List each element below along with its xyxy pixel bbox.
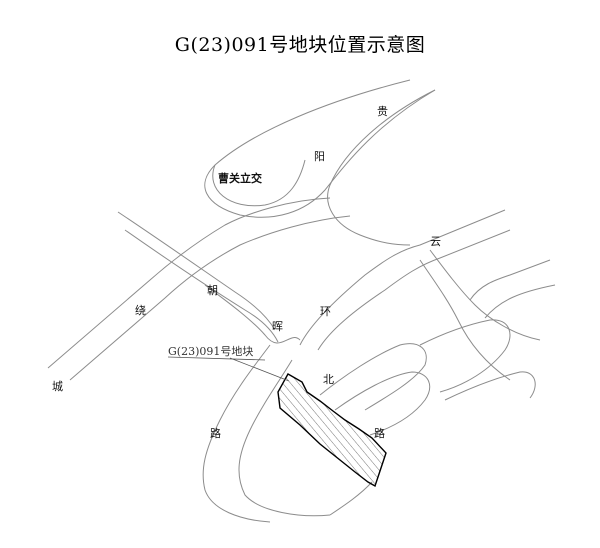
label-hui: 晖 <box>272 320 283 333</box>
upper-connector-a <box>299 209 506 346</box>
label-yun: 云 <box>430 235 441 248</box>
label-chao: 朝 <box>207 284 218 297</box>
plot-label: G(23)091号地块 <box>168 345 253 358</box>
yunhuan-road-edge-a <box>419 259 511 381</box>
chaohui-road-edge-a <box>117 211 276 331</box>
label-gui: 贵 <box>377 105 388 118</box>
se-block-4 <box>444 371 536 401</box>
label-yang: 阳 <box>314 150 325 163</box>
chaohui-road-edge-b <box>124 229 279 343</box>
label-bei: 北 <box>323 373 334 386</box>
guiyang-road-edge-outer <box>204 79 436 218</box>
se-block-1 <box>319 343 427 411</box>
yunhuan-road-right-2 <box>484 284 556 319</box>
label-lu-east: 路 <box>374 427 385 440</box>
map-title: G(23)091号地块位置示意图 <box>174 34 426 56</box>
block-west-outline <box>204 284 301 344</box>
plot-leader-underline <box>167 356 266 361</box>
south-road-edge-b <box>238 359 331 517</box>
yunhuan-road-right <box>469 259 551 301</box>
label-rao: 绕 <box>135 304 146 317</box>
yunhuan-road-edge-b <box>429 249 541 341</box>
se-block-3 <box>419 319 511 393</box>
south-road-edge-c <box>329 481 373 516</box>
label-cheng: 城 <box>52 380 63 393</box>
label-huan: 环 <box>320 305 331 318</box>
label-lu-south: 路 <box>210 427 221 440</box>
raocheng-road-edge-b <box>69 215 351 381</box>
raocheng-road-edge-a <box>47 197 331 369</box>
south-road-edge-a <box>202 344 271 523</box>
label-interchange: 曹关立交 <box>218 171 262 185</box>
plot-leader-line <box>229 357 290 382</box>
upper-connector-b <box>317 229 511 351</box>
se-block-2 <box>334 371 430 436</box>
interchange-ramp <box>212 159 306 207</box>
plot-g23-091 <box>277 373 387 488</box>
